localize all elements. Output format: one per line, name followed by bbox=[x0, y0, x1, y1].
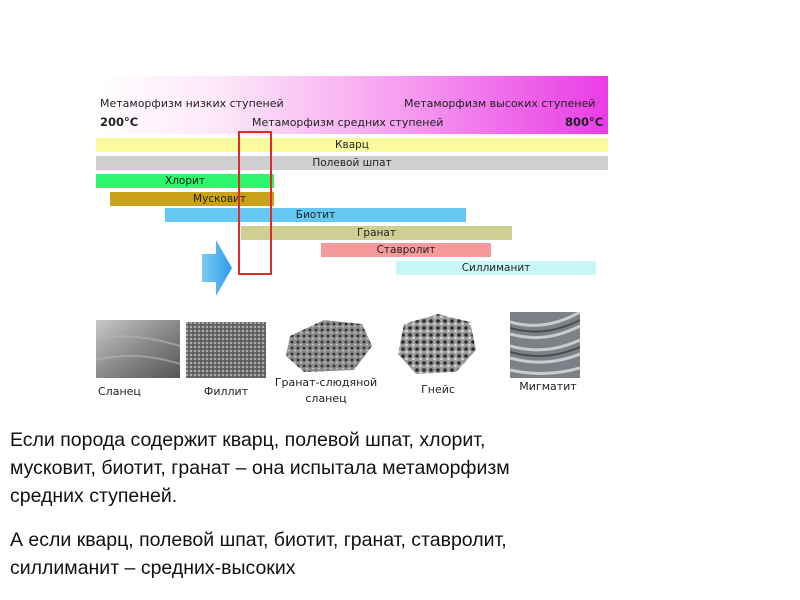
mineral-bar-garnet: Гранат bbox=[241, 226, 512, 240]
migmatite-sample-image bbox=[510, 312, 580, 378]
mineral-bar-label: Полевой шпат bbox=[312, 157, 392, 169]
mineral-bar-label: Хлорит bbox=[165, 175, 205, 187]
rock-caption-migmatite: Мигматит bbox=[519, 380, 577, 393]
mineral-bar-quartz: Кварц bbox=[96, 138, 608, 152]
paragraph-1-line-1: Если порода содержит кварц, полевой шпат… bbox=[10, 429, 486, 451]
rock-caption-garnet-mica-schist-line1: Гранат-слюдяной bbox=[274, 376, 378, 389]
right-arrow-icon bbox=[202, 240, 232, 296]
temp-high-label: 800°С bbox=[565, 115, 604, 129]
temp-low-label: 200°С bbox=[100, 115, 139, 129]
metamorphism-gradient-band bbox=[96, 76, 608, 134]
mineral-bar-label: Гранат bbox=[357, 227, 396, 239]
mineral-bar-chlorite: Хлорит bbox=[96, 174, 274, 188]
schist-sample-image bbox=[96, 320, 180, 378]
paragraph-1-line-3: средних ступеней. bbox=[10, 485, 178, 507]
mineral-bar-feldspar: Полевой шпат bbox=[96, 156, 608, 170]
mineral-bar-sillimanite: Силлиманит bbox=[396, 261, 596, 275]
mineral-bar-biotite: Биотит bbox=[165, 208, 466, 222]
rock-caption-garnet-mica-schist-line2: сланец bbox=[305, 392, 347, 405]
gneiss-sample-image bbox=[398, 314, 476, 374]
paragraph-2-line-2: силлиманит – средних-высоких bbox=[10, 557, 296, 579]
high-grade-label: Метаморфизм высоких ступеней bbox=[404, 97, 596, 110]
rock-caption-phyllite: Филлит bbox=[203, 385, 249, 398]
rock-caption-gneiss: Гнейс bbox=[421, 383, 455, 396]
rock-caption-schist: Сланец bbox=[98, 385, 141, 398]
mineral-bar-label: Биотит bbox=[295, 209, 336, 221]
mineral-bar-label: Кварц bbox=[335, 139, 369, 151]
mineral-bar-staurolite: Ставролит bbox=[321, 243, 491, 257]
phyllite-sample-image bbox=[186, 322, 266, 378]
low-grade-label: Метаморфизм низких ступеней bbox=[100, 97, 284, 110]
mineral-bar-label: Ставролит bbox=[376, 244, 436, 256]
mineral-bar-muscovite: Мусковит bbox=[110, 192, 274, 206]
mineral-bar-label: Силлиманит bbox=[461, 262, 531, 274]
paragraph-1-line-2: мусковит, биотит, гранат – она испытала … bbox=[10, 457, 510, 479]
medium-grade-highlight-box bbox=[238, 131, 272, 275]
mineral-bar-label: Мусковит bbox=[193, 193, 246, 205]
mid-grade-label: Метаморфизм средних ступеней bbox=[252, 116, 444, 129]
garnet-mica-schist-sample-image bbox=[286, 320, 372, 372]
paragraph-2-line-1: А если кварц, полевой шпат, биотит, гран… bbox=[10, 529, 507, 551]
